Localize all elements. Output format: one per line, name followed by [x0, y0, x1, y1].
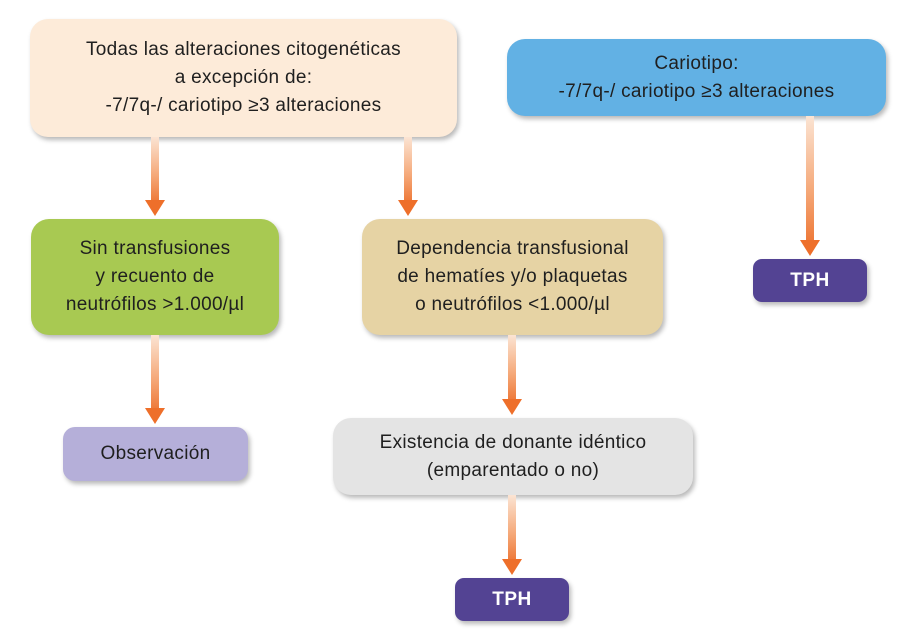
- node-tph-bottom: TPH: [455, 578, 569, 621]
- node-transfusion-dependence-text: Dependencia transfusional de hematíes y/…: [396, 238, 629, 315]
- arrow-transfusion-dependence-to-donor: [502, 335, 522, 415]
- node-karyotype: Cariotipo: -7/7q-/ cariotipo ≥3 alteraci…: [507, 39, 886, 116]
- node-observation: Observación: [63, 427, 248, 481]
- node-no-transfusion: Sin transfusiones y recuento de neutrófi…: [31, 219, 279, 335]
- arrow-cytogenetic-to-no-transfusion: [145, 137, 165, 216]
- node-identical-donor-text: Existencia de donante idéntico (emparent…: [379, 431, 647, 481]
- node-identical-donor: Existencia de donante idéntico (emparent…: [333, 418, 693, 495]
- node-karyotype-text: Cariotipo: -7/7q-/ cariotipo ≥3 alteraci…: [558, 52, 835, 102]
- arrow-donor-to-tph: [502, 495, 522, 575]
- arrow-karyotype-to-tph: [800, 116, 820, 256]
- node-cytogenetic-alterations-text: Todas las alteraciones citogenéticas a e…: [86, 39, 401, 116]
- node-tph-right-text: TPH: [790, 269, 830, 291]
- node-tph-right: TPH: [753, 259, 867, 302]
- node-no-transfusion-text: Sin transfusiones y recuento de neutrófi…: [65, 238, 245, 315]
- arrow-no-transfusion-to-observation: [145, 335, 165, 424]
- node-cytogenetic-alterations: Todas las alteraciones citogenéticas a e…: [30, 19, 457, 137]
- node-tph-bottom-text: TPH: [492, 588, 532, 610]
- node-transfusion-dependence: Dependencia transfusional de hematíes y/…: [362, 219, 663, 335]
- arrow-cytogenetic-to-transfusion-dependence: [398, 137, 418, 216]
- node-observation-text: Observación: [100, 443, 211, 464]
